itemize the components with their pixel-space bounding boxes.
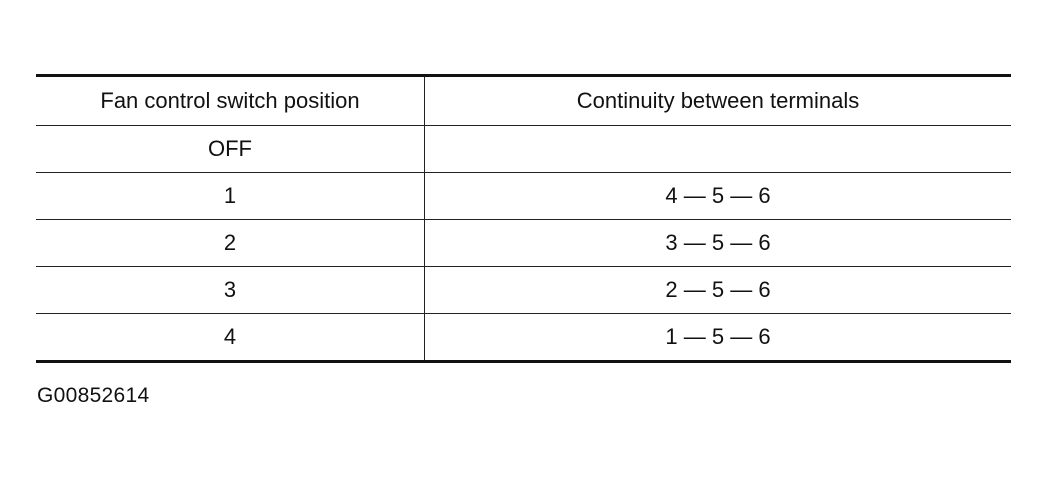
table-row: 2 3 — 5 — 6 <box>36 219 1011 267</box>
cell-continuity: 1 — 5 — 6 <box>665 324 771 349</box>
cell-position: 2 <box>36 219 425 267</box>
table-row: 4 1 — 5 — 6 <box>36 313 1011 362</box>
cell-continuity: 4 — 5 — 6 <box>424 172 1011 220</box>
continuity-table: Fan control switch position Continuity b… <box>36 74 1011 363</box>
header-switch-position: Fan control switch position <box>36 75 425 126</box>
figure-code: G00852614 <box>37 384 150 407</box>
cell-position: 4 <box>36 313 425 362</box>
cell-position: OFF <box>36 125 425 173</box>
header-continuity: Continuity between terminals <box>424 75 1011 126</box>
cell-continuity: 2 — 5 — 6 <box>424 266 1011 314</box>
continuity-table-container: Fan control switch position Continuity b… <box>36 74 1011 363</box>
cell-continuity: 3 — 5 — 6 <box>424 219 1011 267</box>
cell-continuity <box>424 125 1011 173</box>
table-header-row: Fan control switch position Continuity b… <box>36 75 1011 126</box>
table-row: OFF <box>36 125 1011 173</box>
table-row: 1 4 — 5 — 6 <box>36 172 1011 220</box>
cell-position: 3 <box>36 266 425 314</box>
table-row: 3 2 — 5 — 6 <box>36 266 1011 314</box>
cell-position: 1 <box>36 172 425 220</box>
